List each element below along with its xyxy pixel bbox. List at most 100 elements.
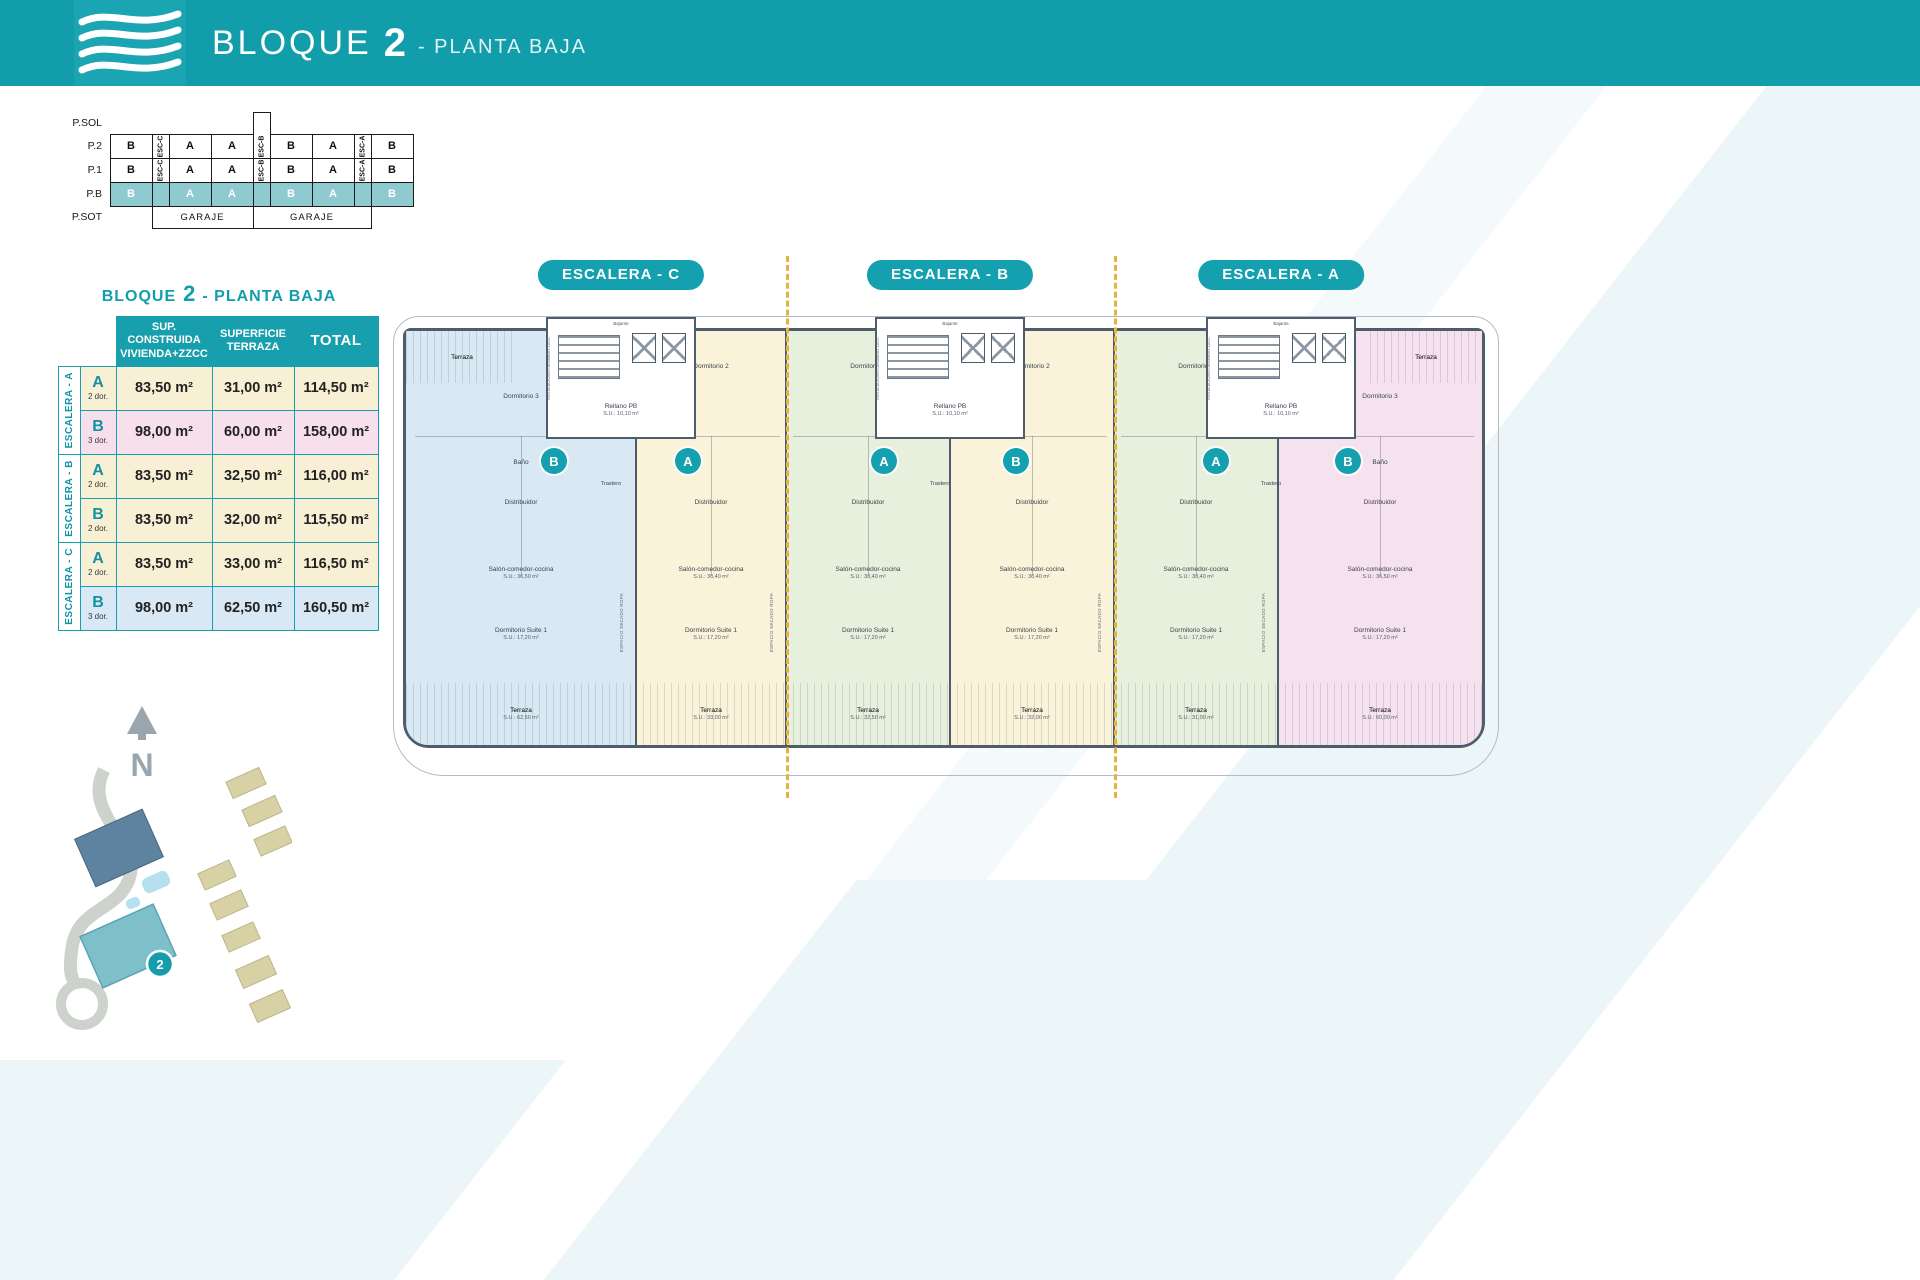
title-bloque: BLOQUE <box>212 23 372 62</box>
terrace-b-a: Terraza S.U.: 32,50 m² <box>786 683 950 745</box>
block2-marker-number: 2 <box>156 957 163 972</box>
terrace-top-right: Terraza <box>1370 331 1482 383</box>
wall-line <box>956 436 1108 437</box>
elevator-icon <box>1322 333 1346 363</box>
unit-cell: A <box>168 157 212 183</box>
party-wall <box>1276 331 1279 745</box>
room-label: Distribuidor <box>1179 499 1213 506</box>
unit-cell: A <box>210 157 254 183</box>
terrace-value: 31,00 m² <box>211 365 295 411</box>
table-title-planta: - PLANTA BAJA <box>202 288 337 305</box>
room-label: Distribuidor <box>504 499 538 506</box>
terrace-top-left: Terraza <box>406 331 518 383</box>
road <box>63 767 138 989</box>
room-label: Dormitorio 2 <box>1178 363 1214 370</box>
room-label: Baño <box>513 459 529 466</box>
areas-grid: SUP. CONSTRUIDA VIVIENDA+ZZCC SUPERFICIE… <box>57 315 380 631</box>
neighbor-buildings <box>197 766 293 1024</box>
brand-logo <box>74 0 186 86</box>
wall-line <box>868 436 869 576</box>
built-value: 98,00 m² <box>115 409 213 455</box>
room-label: Trastero <box>1260 481 1282 487</box>
room-label: ESPACIO SECADO ROPA <box>619 593 624 653</box>
stair-cell: ESC-B <box>252 157 271 183</box>
room-label: Dormitorio 2 <box>1014 363 1050 370</box>
unit-cell: A <box>210 133 254 159</box>
built-value: 83,50 m² <box>115 365 213 411</box>
unit-badge: B 2 dor. <box>79 497 117 543</box>
building-outline: Dormitorio 3 Baño Distribuidor Salón-com… <box>403 317 1485 748</box>
unit-cell-current: B <box>269 181 313 207</box>
page-title: BLOQUE 2 - PLANTA BAJA <box>212 0 587 86</box>
unit-cell: B <box>109 133 153 159</box>
total-value: 114,50 m² <box>293 365 379 411</box>
total-value: 115,50 m² <box>293 497 379 543</box>
spacer <box>110 206 152 228</box>
unit-cell-current: A <box>210 181 254 207</box>
pool-small <box>125 896 141 910</box>
wall-line <box>521 436 522 576</box>
room-label: Baño <box>1372 459 1388 466</box>
group-label-escalera-b: ESCALERA - B <box>57 453 81 543</box>
elevator-icon <box>961 333 985 363</box>
stair-cell: ESC-C <box>151 157 170 183</box>
stair-cell-current <box>151 181 170 207</box>
site-plan-map: 2 <box>56 766 293 1030</box>
room-label: Rellano PB S.U.: 10,10 m² <box>932 403 968 418</box>
wall-line <box>792 436 944 437</box>
wall-line <box>1120 436 1272 437</box>
plot-boundary <box>393 316 1499 776</box>
unit-badge: B 3 dor. <box>79 585 117 631</box>
room-label: Distribuidor <box>694 499 728 506</box>
unit-cell: B <box>269 133 313 159</box>
built-value: 83,50 m² <box>115 541 213 587</box>
group-label-escalera-a: ESCALERA - A <box>57 365 81 455</box>
table-title-number: 2 <box>183 281 196 306</box>
room-label: Bajante <box>942 321 958 326</box>
unit-cell-current: A <box>168 181 212 207</box>
wall-line <box>711 436 712 576</box>
room-label: ESPACIO SECADO ROPA <box>1097 593 1102 653</box>
title-planta: - PLANTA BAJA <box>417 35 587 58</box>
areas-table: BLOQUE 2 - PLANTA BAJA SUP. CONSTRUIDA V… <box>57 281 380 631</box>
unit-badge: A 2 dor. <box>79 541 117 587</box>
unit-cell: B <box>109 157 153 183</box>
total-value: 116,50 m² <box>293 541 379 587</box>
room-label: ESPACIO SECADO ROPA <box>1261 593 1266 653</box>
party-wall <box>634 331 637 745</box>
unit-cell-current: B <box>370 181 414 207</box>
north-letter: N <box>130 747 153 783</box>
north-arrow-icon: N <box>127 706 157 783</box>
unit-cell: A <box>168 133 212 159</box>
elevator-icon <box>991 333 1015 363</box>
elevator-icon <box>1292 333 1316 363</box>
room-label: Rellano PB S.U.: 10,10 m² <box>603 403 639 418</box>
unit-cell: B <box>269 157 313 183</box>
building-section-diagram: P.SOL P.2 B ESC-C A A ESC-B B A ESC-A B … <box>64 111 414 229</box>
room-label: Dormitorio 2 <box>693 363 729 370</box>
total-value: 116,00 m² <box>293 453 379 499</box>
col-header-terrace: SUPERFICIE TERRAZA <box>211 315 295 367</box>
total-value: 160,50 m² <box>293 585 379 631</box>
pool <box>141 870 171 894</box>
room-label: Rellano PB S.U.: 10,10 m² <box>1263 403 1299 418</box>
wall-line <box>1380 436 1381 576</box>
unit-marker-b: B <box>1003 448 1029 474</box>
escalera-a-badge: ESCALERA - A <box>1198 260 1364 290</box>
corner-blank <box>58 316 117 367</box>
unit-cell: B <box>370 133 414 159</box>
floor-label: P.1 <box>87 164 102 176</box>
room-label: Bajante <box>1273 321 1289 326</box>
stair-cell-current <box>353 181 372 207</box>
garage-cell: GARAJE <box>252 205 372 229</box>
room-label: Dormitorio 3 <box>503 393 539 400</box>
